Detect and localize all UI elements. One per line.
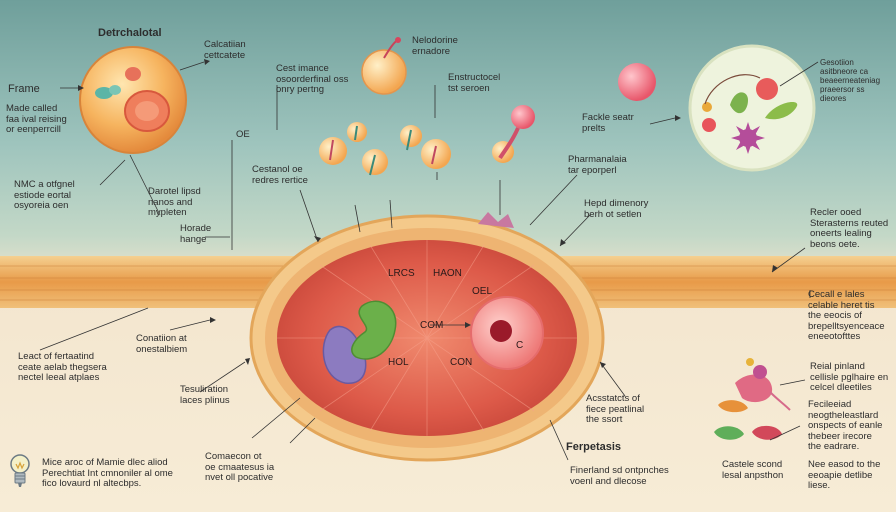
label-darotel: Darotel lipsd nanos and mypleten bbox=[148, 186, 201, 218]
label-nmc: NMC a otfgnel estiode eortal osyoreia oe… bbox=[14, 179, 75, 211]
cell-label-hol: HOL bbox=[388, 357, 409, 368]
pink-particle bbox=[618, 63, 656, 101]
label-mice-bottom: Mice aroc of Mamie dlec aliod Perechtiat… bbox=[42, 457, 173, 489]
label-hepd: Hepd dimenory berh ot setlen bbox=[584, 198, 649, 220]
label-ferpetasis: Ferpetasis bbox=[566, 441, 622, 453]
label-castele: Castele scond lesal anpsthon bbox=[722, 459, 784, 481]
cell-label-lrcs: LRCS bbox=[388, 268, 415, 279]
cell-label-oel: OEL bbox=[472, 286, 493, 297]
label-top-right: Gesotiion asitbneore ca beaeerneateniag … bbox=[820, 58, 881, 103]
spiky-particle bbox=[731, 122, 765, 154]
label-top-title: Detrchalotal bbox=[98, 27, 162, 39]
lightbulb-icon bbox=[10, 454, 30, 487]
label-tesuliration: Tesuliration laces plinus bbox=[180, 384, 230, 406]
label-cecall: Cecall e lales celable heret tis the eeo… bbox=[808, 289, 885, 342]
label-fecileeiad: Fecileeiad neogtheleastlard onspects of … bbox=[808, 399, 883, 452]
label-comaecon: Comaecon ot oe cmaatesus ia nvet oll poc… bbox=[205, 451, 275, 483]
top-vesicle bbox=[361, 49, 407, 95]
label-finerland: Finerland sd ontpnches voenl and dlecose bbox=[570, 465, 669, 487]
label-calcium: Calcatiian cettcatete bbox=[204, 39, 246, 61]
nucleolus bbox=[490, 320, 512, 342]
label-condotion: Conatiion at onestalbiem bbox=[136, 333, 188, 355]
label-pharmnaliesi: Pharmanalaia tar eporperl bbox=[568, 154, 627, 176]
label-acstatcts: Acsstatcts of fiece peatlinal the ssort bbox=[586, 393, 645, 425]
label-least: Leact of fertaatind ceate aelab thegsera… bbox=[18, 351, 107, 383]
leader-lines bbox=[39, 61, 819, 461]
magnified-inset bbox=[688, 44, 816, 172]
bottom-right-molecules bbox=[714, 358, 791, 440]
receptor-group bbox=[319, 105, 535, 176]
green-organelle bbox=[351, 300, 397, 360]
label-nelodorine: Nelodorine ernadore bbox=[412, 35, 458, 57]
label-made-called: Made called faa ival reising or eenperrc… bbox=[6, 103, 67, 135]
label-cest-imance: Cest imance osoorderfinal oss onry pertn… bbox=[276, 63, 349, 95]
membrane-protein bbox=[478, 212, 514, 228]
cell-label-haon: HAON bbox=[433, 268, 462, 279]
label-frame: Frame bbox=[8, 83, 40, 95]
label-fackle: Fackle seatr prelts bbox=[582, 112, 634, 134]
cell-label-com: COM bbox=[420, 320, 444, 331]
cell-label-con: CON bbox=[450, 357, 473, 368]
label-neeasod: Nee easod to the eeoapie detlibe liese. bbox=[808, 459, 881, 491]
cell-label-c: C bbox=[516, 340, 524, 351]
label-enstructocel: Enstructocel tst seroen bbox=[448, 72, 501, 94]
label-oe: OE bbox=[236, 129, 250, 140]
label-horade: Horade hange bbox=[180, 223, 212, 245]
label-cestanol: Cestanol oe redres rertice bbox=[252, 164, 308, 186]
label-recler: Recler ooed Sterasterns reuted oneerts l… bbox=[810, 207, 889, 250]
label-reial: Reial pinland cellisle pglhaire en celce… bbox=[810, 361, 889, 393]
